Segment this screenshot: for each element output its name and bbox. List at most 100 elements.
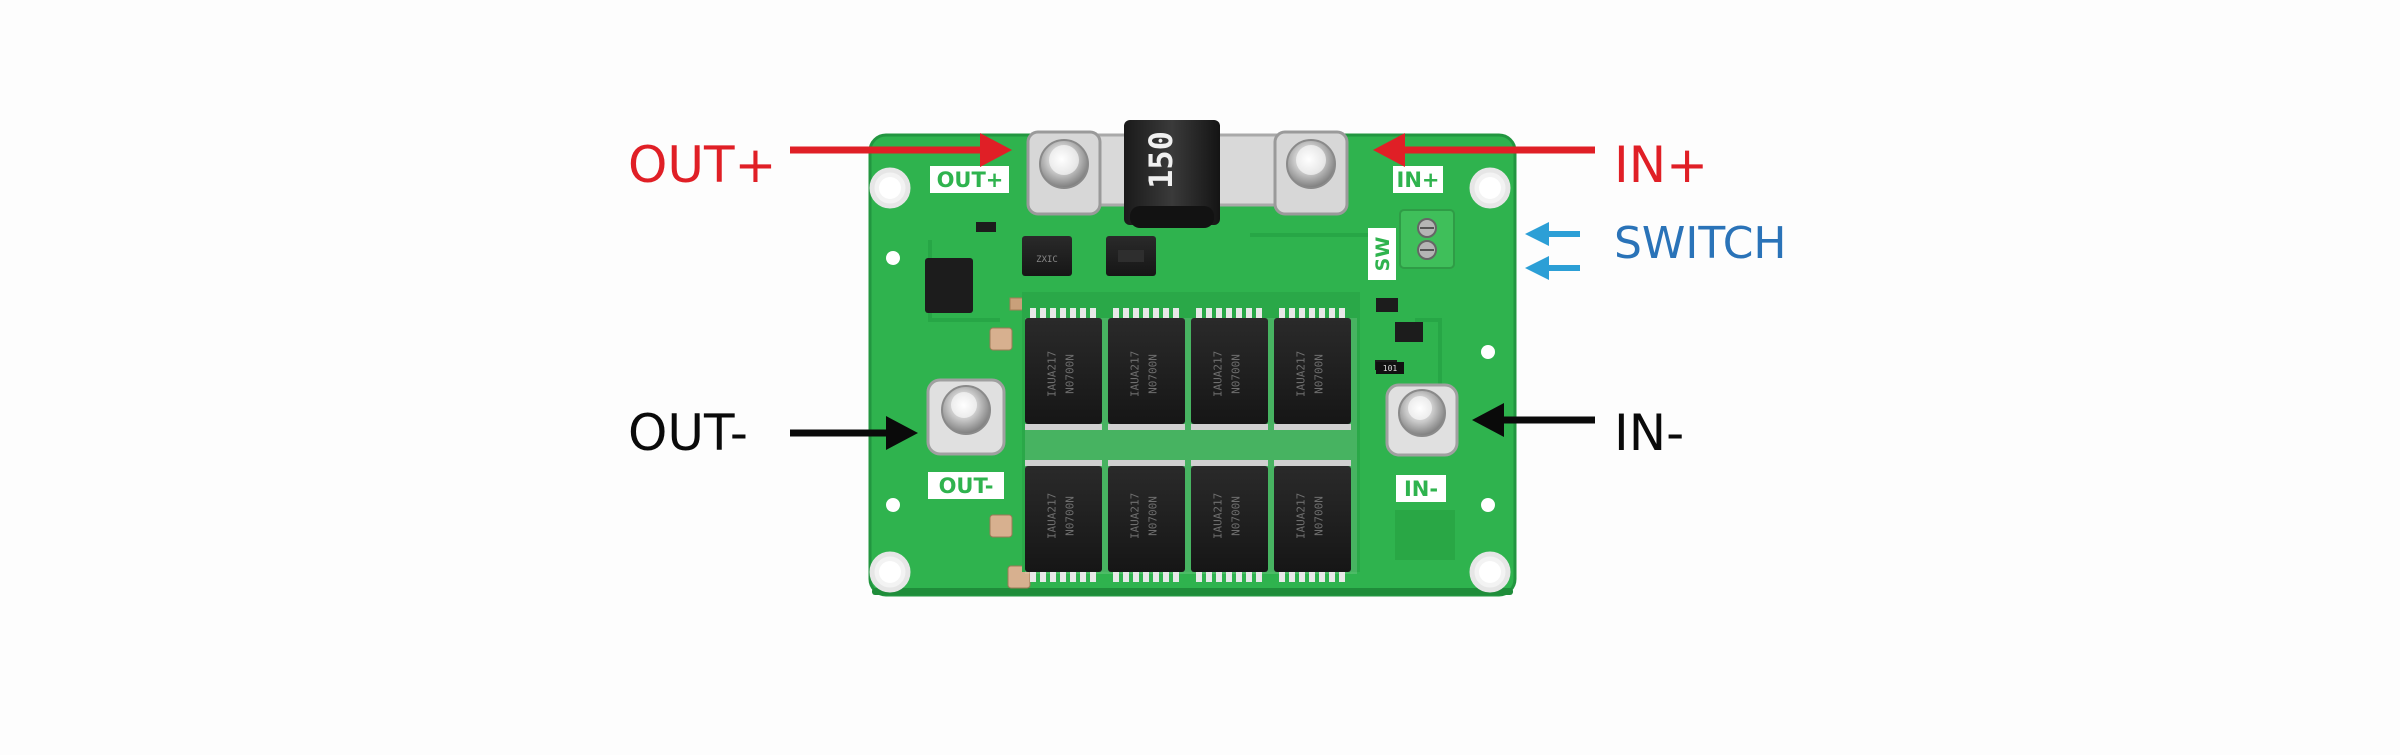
mosfet-pin [1216, 572, 1222, 582]
label-out-plus: OUT+ [628, 136, 777, 194]
mosfet-pin [1339, 308, 1345, 318]
mounting-holes [869, 167, 1511, 593]
mosfet-marking-1: IAUA217 [1046, 493, 1059, 539]
mosfet-tab [1191, 424, 1268, 430]
mosfet-pin [1319, 572, 1325, 582]
silk-in-minus: IN- [1396, 475, 1446, 502]
mosfet-pin [1206, 308, 1212, 318]
mosfet-pin [1289, 308, 1295, 318]
mosfet-marking-1: IAUA217 [1212, 351, 1225, 397]
arrow-in-plus [1373, 133, 1595, 167]
mosfet-pin [1133, 308, 1139, 318]
mosfet-chip: IAUA217 N0700N [1025, 460, 1102, 582]
ic-left [925, 258, 973, 313]
mosfet-pin [1163, 308, 1169, 318]
stud-out-plus[interactable] [1026, 130, 1102, 216]
mosfet-pin [1090, 572, 1096, 582]
mosfet-pin [1040, 308, 1046, 318]
mosfet-pin [1309, 572, 1315, 582]
mosfet-chip: IAUA217 N0700N [1274, 460, 1351, 582]
mosfet-pin [1236, 308, 1242, 318]
silk-out-plus: OUT+ [930, 166, 1009, 193]
mosfet-marking-2: N0700N [1064, 354, 1077, 394]
mosfet-body [1108, 318, 1185, 424]
mosfet-marking-1: IAUA217 [1295, 493, 1308, 539]
mosfet-marking-2: N0700N [1313, 496, 1326, 536]
label-out-minus: OUT- [628, 404, 748, 462]
mosfet-pin [1173, 308, 1179, 318]
mosfet-pin [1143, 572, 1149, 582]
mosfet-pin [1319, 308, 1325, 318]
mosfet-pin [1123, 572, 1129, 582]
mosfet-marking-2: N0700N [1230, 496, 1243, 536]
mosfet-chip: IAUA217 N0700N [1108, 460, 1185, 582]
arrow-switch-1 [1525, 222, 1580, 246]
smd-101-label: 101 [1383, 364, 1398, 373]
ic-top-1 [1022, 236, 1072, 276]
mosfet-pin [1030, 572, 1036, 582]
mosfet-marking-1: IAUA217 [1212, 493, 1225, 539]
mosfet-marking-2: N0700N [1147, 496, 1160, 536]
silk-out-minus-text: OUT- [939, 474, 994, 498]
silk-in-plus: IN+ [1393, 166, 1443, 193]
switch-terminal-block[interactable] [1399, 209, 1455, 269]
mosfet-pin [1256, 308, 1262, 318]
mosfet-body [1025, 466, 1102, 572]
mosfet-tab [1025, 424, 1102, 430]
mosfet-pin [1080, 308, 1086, 318]
mosfet-pin [1329, 308, 1335, 318]
smd-101 [1376, 362, 1404, 374]
mosfet-pin [1289, 572, 1295, 582]
mosfet-tab [1274, 424, 1351, 430]
mosfet-tab [1191, 460, 1268, 466]
pcb-shadow [872, 588, 1513, 595]
label-in-minus: IN- [1614, 404, 1685, 462]
mosfet-pin [1050, 308, 1056, 318]
mosfet-marking-2: N0700N [1064, 496, 1077, 536]
mosfet-pin [1299, 572, 1305, 582]
mosfet-marking-2: N0700N [1230, 354, 1243, 394]
silk-in-minus-text: IN- [1404, 477, 1438, 501]
silk-out-plus-text: OUT+ [937, 168, 1004, 192]
mosfet-pin [1153, 572, 1159, 582]
mosfet-body [1191, 466, 1268, 572]
mosfet-pin [1070, 308, 1076, 318]
mosfet-pin [1133, 572, 1139, 582]
silk-out-minus: OUT- [928, 472, 1004, 499]
stud-in-plus[interactable] [1273, 130, 1349, 216]
mosfet-pin [1040, 572, 1046, 582]
mosfet-pin [1226, 572, 1232, 582]
arrow-out-plus [790, 133, 1012, 167]
mosfet-pin [1196, 308, 1202, 318]
mosfet-pin [1173, 572, 1179, 582]
mosfet-pin [1206, 572, 1212, 582]
stud-in-minus[interactable] [1385, 383, 1459, 457]
mosfet-pin [1113, 572, 1119, 582]
mosfet-marking-1: IAUA217 [1129, 493, 1142, 539]
mosfet-pin [1153, 308, 1159, 318]
mosfet-body [1274, 318, 1351, 424]
mosfet-pin [1196, 572, 1202, 582]
arrow-switch-2 [1525, 256, 1580, 280]
mosfet-marking-2: N0700N [1147, 354, 1160, 394]
mosfet-marking-1: IAUA217 [1295, 351, 1308, 397]
stud-out-minus[interactable] [926, 378, 1006, 456]
arrow-out-minus [790, 416, 918, 450]
mosfet-pin [1060, 572, 1066, 582]
label-in-plus: IN+ [1614, 136, 1709, 194]
mosfet-pin [1080, 572, 1086, 582]
mosfet-pin [1279, 308, 1285, 318]
mosfet-pin [1246, 308, 1252, 318]
mosfet-pin [1246, 572, 1252, 582]
mosfet-tab [1108, 460, 1185, 466]
mosfet-pin [1236, 572, 1242, 582]
mosfet-pin [1070, 572, 1076, 582]
silk-sw-text: SW [1372, 237, 1394, 272]
mosfet-pin [1226, 308, 1232, 318]
mosfet-pin [1050, 572, 1056, 582]
